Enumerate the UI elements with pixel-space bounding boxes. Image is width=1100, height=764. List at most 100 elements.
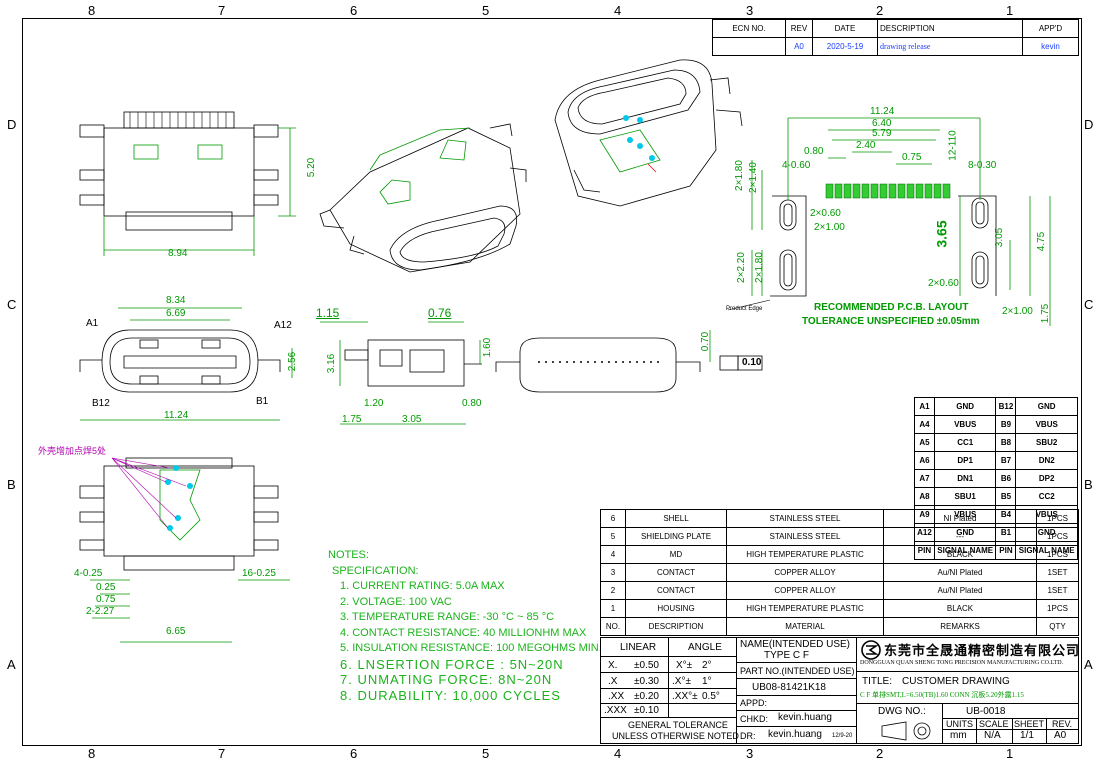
- ecn-desc-value: drawing release: [877, 37, 1023, 56]
- pcb-tolerance: TOLERANCE UNSPECIFIED ±0.05mm: [802, 316, 980, 327]
- pin-cell: VBUS: [1015, 415, 1078, 434]
- pin-cell: A6: [914, 451, 935, 470]
- notes-block: NOTES: SPECIFICATION: 1. CURRENT RATING:…: [328, 548, 602, 703]
- tb-dr-date: 12/9-20: [832, 733, 853, 739]
- tb-units-value: mm: [950, 730, 967, 741]
- bom-header-cell: REMARKS: [883, 617, 1037, 636]
- note-item-8: 8. DURABILITY: 10,000 CYCLES: [340, 687, 561, 703]
- pcb-w2: 5.79: [872, 128, 892, 139]
- pcb-l10: 2×2.20: [735, 252, 747, 283]
- tb-sheet-label: SHEET: [1014, 719, 1045, 729]
- grid-left-b: B: [7, 477, 16, 492]
- pin-cell: GND: [1015, 397, 1078, 416]
- pcb-w-total: 11.24: [870, 106, 895, 117]
- grid-bottom-3: 3: [746, 746, 754, 761]
- pin-cell: B9: [995, 415, 1017, 434]
- ecn-table: ECN NO. REV DATE DESCRIPTION APP'D A0 20…: [712, 19, 1079, 56]
- note-item-5: 5. INSULATION RESISTANCE: 100 MEGOHMS MI…: [340, 642, 602, 654]
- bom-cell: 1PCS: [1036, 509, 1079, 528]
- dim-end-height: 0.70: [700, 331, 712, 352]
- tb-title-label: TITLE:: [862, 676, 893, 687]
- pcb-l5: 2×0.60: [810, 208, 841, 219]
- dim-side-b: 0.76: [428, 306, 452, 320]
- grid-top-5: 5: [482, 3, 490, 18]
- dim-side-a: 1.15: [316, 306, 340, 320]
- dim-front-w2: 6.69: [166, 308, 186, 319]
- bom-cell: COPPER ALLOY: [726, 581, 884, 600]
- dim-front-w1: 8.34: [166, 295, 186, 306]
- bom-cell: 2: [600, 581, 626, 600]
- pin-label-b1: B1: [256, 396, 269, 407]
- iso-view-2: [554, 59, 743, 207]
- grid-left-d: D: [7, 117, 17, 132]
- bom-cell: 1SET: [1036, 581, 1079, 600]
- pin-cell: CC1: [933, 433, 997, 452]
- pcb-l8: 3.05: [994, 227, 1006, 248]
- pcb-l14: 1.75: [1040, 303, 1052, 324]
- tb-tol-3: .XXX: [604, 705, 627, 716]
- grid-left-a: A: [7, 657, 16, 672]
- bom-cell: COPPER ALLOY: [726, 563, 884, 582]
- grid-bottom-7: 7: [218, 746, 226, 761]
- tb-linear: LINEAR: [620, 642, 657, 653]
- dim-bottom-d: 2-2.27: [86, 606, 115, 617]
- tb-tol-1-val: ±0.30: [634, 676, 659, 687]
- pin-cell: DP1: [933, 451, 997, 470]
- bom-cell: SHELL: [625, 509, 727, 528]
- pin-label-a1: A1: [86, 318, 99, 329]
- dim-side-h1: 3.16: [326, 353, 338, 374]
- bom-cell: SHIELDING PLATE: [625, 527, 727, 546]
- notes-spec: SPECIFICATION:: [332, 564, 419, 577]
- tb-rev-value: A0: [1054, 730, 1067, 741]
- bom-cell: 3: [600, 563, 626, 582]
- tb-gen-tol-2: UNLESS OTHERWISE NOTED: [612, 731, 739, 741]
- end-view: [495, 330, 763, 393]
- tb-ang-1: .X°±: [672, 676, 691, 687]
- bom-cell: 1PCS: [1036, 527, 1079, 546]
- bom-cell: Au/NI Plated: [883, 581, 1037, 600]
- dim-bottom-e: 16-0.25: [242, 568, 276, 579]
- pin-cell: A1: [914, 397, 935, 416]
- pcb-l3: 2×1.80: [733, 160, 745, 191]
- pin-cell: B8: [995, 433, 1017, 452]
- pin-cell: CC2: [1015, 487, 1078, 506]
- ecn-date-value: 2020-5-19: [812, 37, 878, 56]
- pcb-w6: 12-110: [947, 130, 959, 161]
- tb-scale-value: N/A: [984, 730, 1001, 741]
- note-item-2: 2. VOLTAGE: 100 VAC: [340, 595, 452, 608]
- tb-dr-value: kevin.huang: [768, 729, 822, 740]
- tb-dwg-value: UB-0018: [966, 706, 1006, 717]
- grid-bottom-5: 5: [482, 746, 490, 761]
- grid-top-8: 8: [88, 3, 96, 18]
- tb-tol-1: .X: [608, 676, 618, 687]
- dim-side-c: 1.20: [364, 398, 384, 409]
- grid-bottom-1: 1: [1006, 746, 1014, 761]
- note-item-4: 4. CONTACT RESISTANCE: 40 MILLIONHM MAX: [340, 626, 587, 639]
- grid-right-a: A: [1084, 657, 1093, 672]
- tb-dr: DR:: [740, 731, 756, 741]
- pcb-l4: 2×1.40: [747, 162, 759, 193]
- pin-cell: GND: [933, 397, 997, 416]
- pcb-l1: 4-0.60: [782, 160, 811, 171]
- dim-side-d: 0.80: [462, 398, 482, 409]
- grid-top-2: 2: [876, 3, 884, 18]
- bom-header-cell: MATERIAL: [726, 617, 884, 636]
- bom-cell: BLACK: [883, 545, 1037, 564]
- bom-cell: 5: [600, 527, 626, 546]
- pcb-w5: 0.75: [902, 152, 922, 163]
- grid-left-c: C: [7, 297, 17, 312]
- pcb-l6: 2×1.00: [814, 222, 845, 233]
- pin-cell: A7: [914, 469, 935, 488]
- side-view: [320, 321, 482, 425]
- grid-top-1: 1: [1006, 3, 1014, 18]
- bom-cell: HIGH TEMPERATURE PLASTIC: [726, 599, 884, 618]
- pcb-l13: 2×1.00: [1002, 306, 1033, 317]
